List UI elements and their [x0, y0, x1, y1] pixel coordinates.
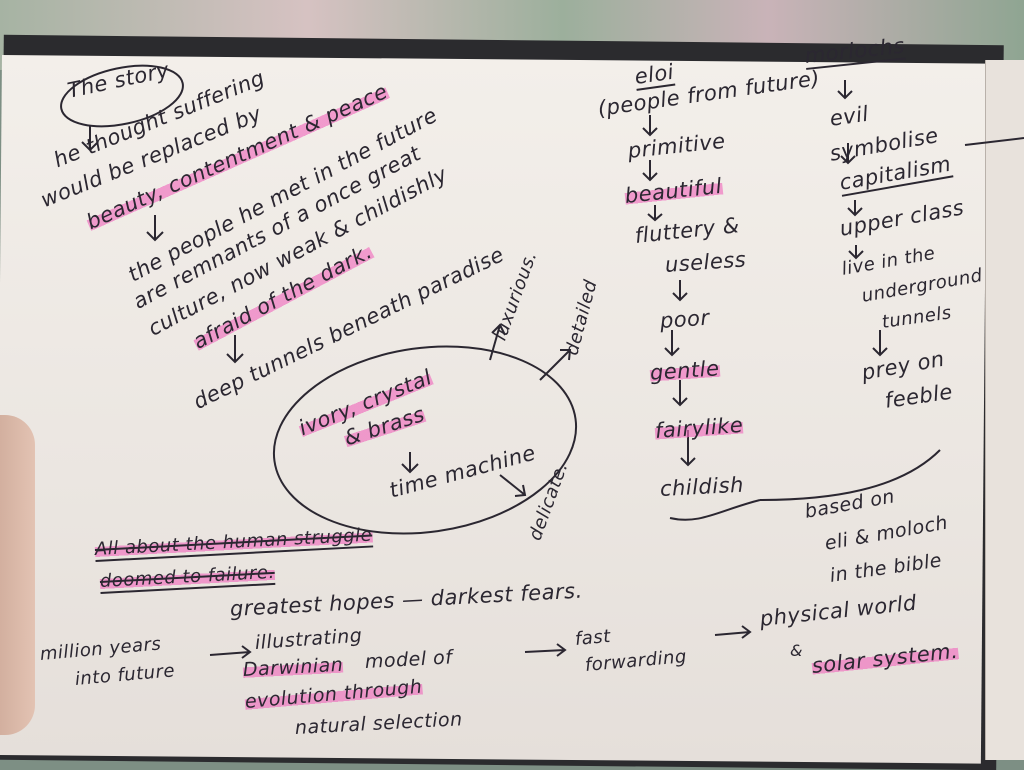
arrow-delicate [499, 474, 527, 497]
fast-forwarding: fast [574, 625, 612, 650]
bottom-arrows [209, 625, 752, 659]
down-arrow-icon [226, 335, 244, 364]
time-machine-ellipse [272, 345, 578, 535]
down-arrow-icon [81, 125, 99, 152]
story-circle [60, 64, 184, 128]
arrow-luxurious [489, 323, 506, 361]
eloi-item: childish [659, 472, 745, 501]
eloi-arrows [642, 115, 696, 467]
eloi-item: poor [659, 305, 711, 333]
brace [669, 449, 941, 521]
arrow-detailed [539, 349, 572, 381]
margin-line [964, 137, 1024, 146]
eloi-item-highlighted: gentle [649, 356, 721, 386]
down-arrow-icon [401, 452, 419, 474]
morlochs-arrows [837, 80, 888, 357]
down-arrow-icon [146, 215, 164, 242]
thumb [0, 415, 35, 735]
ampersand: & [790, 641, 803, 660]
notebook-next-page [985, 60, 1024, 760]
model-of: model of [364, 646, 453, 673]
